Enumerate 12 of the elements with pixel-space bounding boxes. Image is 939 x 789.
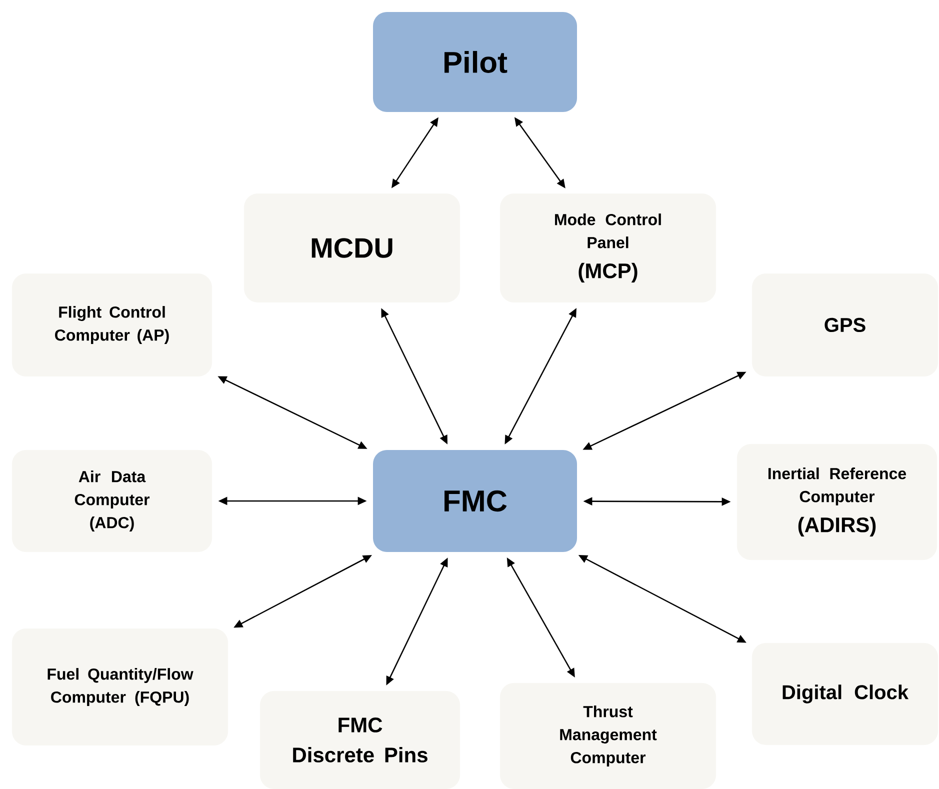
pins-box: FMC Discrete Pins: [260, 690, 460, 789]
mcdu-box: MCDU: [244, 193, 460, 302]
panel-box: Mode Control Panel (MCP): [500, 193, 716, 302]
computer-box: Air Data Computer (ADC): [12, 450, 212, 552]
computer-box: Thrust Management Computer: [500, 682, 716, 789]
clock-box: Digital Clock: [752, 642, 938, 745]
gps-box: GPS: [752, 273, 938, 376]
fmc-box: FMC: [373, 450, 577, 552]
computer-box: Fuel Quantity/Flow Computer (FQPU): [12, 628, 228, 746]
computer-box: Inertial Reference Computer (ADIRS): [737, 444, 937, 560]
computer-box: Flight Control Computer (AP): [12, 273, 212, 376]
pilot-box: Pilot: [373, 12, 577, 112]
